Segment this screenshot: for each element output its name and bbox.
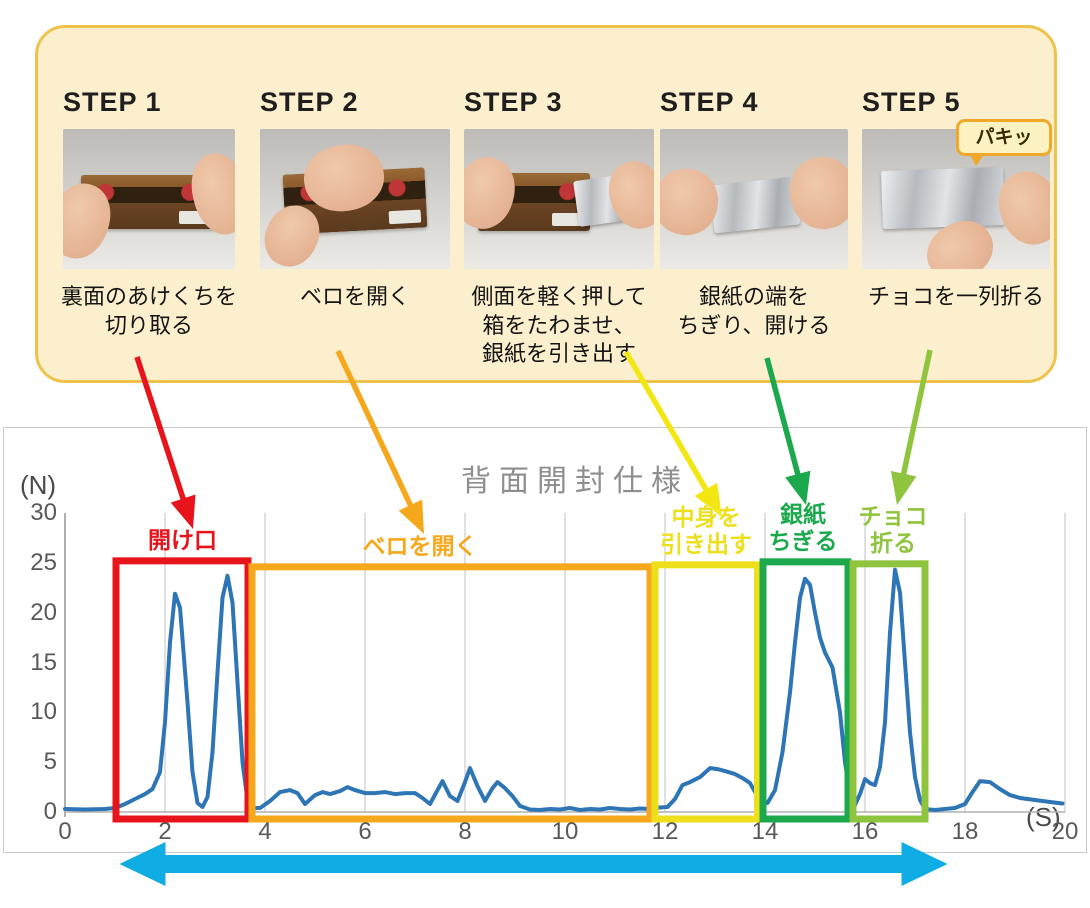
timeline-arrow-shaft — [159, 855, 908, 873]
y-tick-label: 5 — [43, 748, 57, 776]
x-tick-label: 16 — [851, 818, 879, 845]
step-2-title: STEP 2 — [260, 87, 359, 117]
x-tick-label: 4 — [258, 818, 272, 845]
step-2-caption: ベロを開く — [299, 284, 410, 309]
step-3-photo — [464, 129, 654, 269]
y-tick-label: 30 — [30, 499, 57, 526]
y-tick-label: 10 — [30, 698, 57, 726]
step-3: STEP 3 側面を軽く押して 箱をたわませ、 銀紙を引き出す — [464, 28, 654, 380]
foil-bar — [881, 166, 1005, 230]
step-5: STEP 5 チョコを一列折る — [862, 28, 1050, 380]
y-tick-label: 15 — [30, 648, 57, 676]
x-tick-label: 12 — [651, 818, 679, 845]
phase-label: チョコ 折る — [858, 502, 928, 556]
steps-panel: STEP 1 裏面のあけくちを 切り取る STEP 2 ベロを開く STEP 3 — [35, 25, 1057, 383]
step-4-photo — [660, 129, 848, 269]
step-5-title: STEP 5 — [862, 87, 961, 117]
x-tick-label: 20 — [1051, 818, 1079, 845]
snap-sound-bubble: パキッ — [956, 119, 1052, 166]
phase-label: 開け口 — [148, 526, 217, 553]
x-tick-label: 0 — [58, 818, 72, 845]
x-tick-label: 8 — [458, 818, 472, 845]
step-3-title: STEP 3 — [464, 87, 563, 117]
step-2-photo — [260, 129, 450, 269]
phase-label: ベロを開く — [362, 532, 478, 559]
y-tick-label: 25 — [30, 548, 57, 576]
step-1-title: STEP 1 — [63, 87, 162, 117]
step-2: STEP 2 ベロを開く — [260, 28, 450, 380]
step-5-caption: チョコを一列折る — [867, 284, 1044, 309]
step-1: STEP 1 裏面のあけくちを 切り取る — [61, 28, 237, 380]
x-tick-label: 10 — [551, 818, 579, 845]
right-hand — [600, 154, 654, 236]
step-4: STEP 4 銀紙の端を ちぎり、開ける — [660, 28, 848, 380]
step-4-caption: 銀紙の端を ちぎり、開ける — [677, 284, 831, 338]
step-1-photo — [63, 129, 235, 269]
chart-title: 背面開封仕様 — [461, 465, 689, 498]
step-1-caption: 裏面のあけくちを 切り取る — [60, 284, 237, 338]
x-tick-label: 2 — [158, 818, 172, 845]
phase-label: 銀紙 ちぎる — [768, 500, 838, 554]
y-tick-label: 20 — [30, 598, 57, 626]
x-tick-label: 6 — [358, 818, 372, 845]
y-tick-label: 0 — [43, 798, 57, 825]
phase-label: 中身を 引き出す — [660, 503, 752, 557]
y-axis-unit: (N) — [20, 470, 57, 500]
foil-pack — [709, 176, 801, 234]
step-4-title: STEP 4 — [660, 87, 759, 117]
x-tick-label: 18 — [951, 818, 979, 845]
x-tick-label: 14 — [751, 818, 779, 845]
step-3-caption: 側面を軽く押して 箱をたわませ、 銀紙を引き出す — [471, 284, 647, 367]
